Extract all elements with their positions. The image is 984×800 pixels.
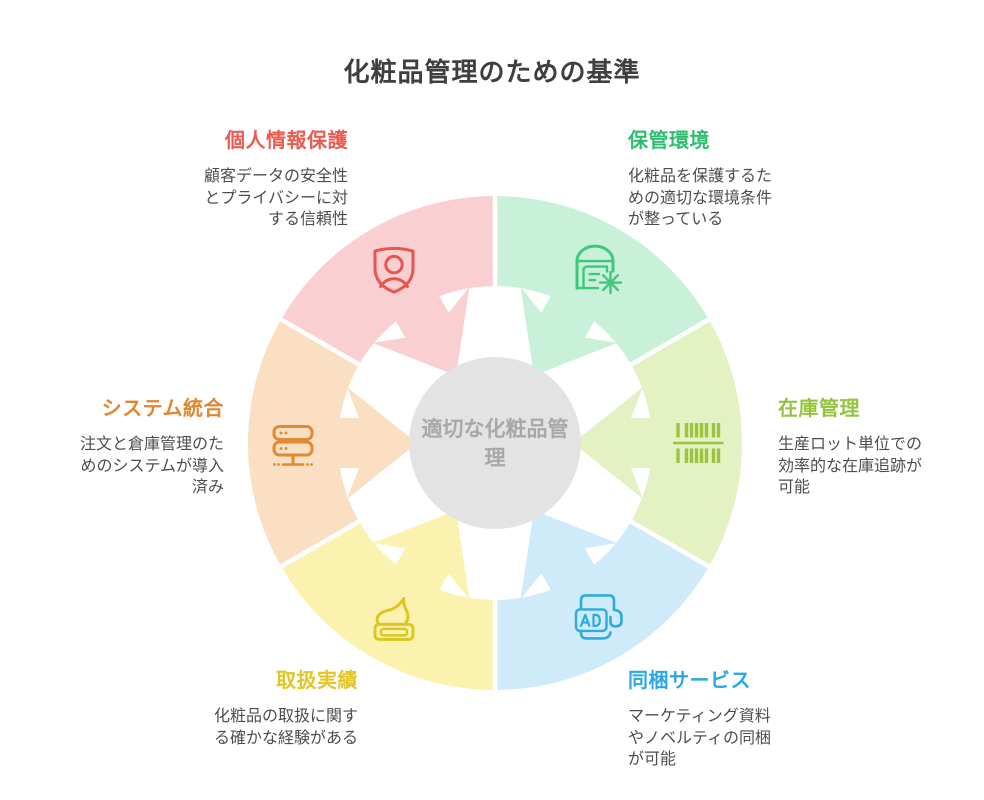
label-system: システム統合 注文と倉庫管理のた めのシステムが導入 済み [0,392,224,499]
label-handling: 取扱実績 化粧品の取扱に関す る確かな経験がある [98,664,358,749]
label-inventory: 在庫管理 生産ロット単位での 効率的な在庫追跡が 可能 [778,392,984,499]
arrow-handling [372,510,470,610]
label-description: 化粧品の取扱に関す る確かな経験がある [213,708,358,747]
label-description: マーケティング資料 やノベルティの同梱 が可能 [628,708,772,768]
segment-handling [281,521,495,690]
segment-divider [276,315,366,370]
arrow-storage [520,276,618,376]
label-description: 化粧品を保護するた めの適切な環境条件 が整っている [628,168,773,228]
label-bundling: 同梱サービス マーケティング資料 やノベルティの同梱 が可能 [628,664,888,771]
label-title: 在庫管理 [778,398,860,420]
segment-divider [624,315,714,370]
arrow-personal-info [372,276,470,376]
page-title: 化粧品管理のための基準 [343,57,641,87]
label-title: システム統合 [101,398,224,420]
center-label: 適切な化粧品管 理 [421,418,569,470]
center-circle [409,357,581,529]
label-title: 保管環境 [628,130,710,152]
segment-bundling [495,521,709,690]
label-description: 顧客データの安全性 とプライバシーに対 する信頼性 [203,168,348,228]
arrow-bundling [520,510,618,610]
label-title: 取扱実績 [276,670,358,692]
segment-storage [495,196,709,365]
arrow-system [317,387,417,499]
arrow-inventory [573,387,673,499]
label-description: 注文と倉庫管理のた めのシステムが導入 済み [79,436,224,496]
label-title: 個人情報保護 [225,130,348,152]
label-title: 同梱サービス [628,670,751,692]
label-description: 生産ロット単位での 効率的な在庫追跡が 可能 [778,436,923,496]
segment-divider [624,516,714,571]
label-personal-info: 個人情報保護 顧客データの安全性 とプライバシーに対 する信頼性 [88,124,348,231]
segment-divider [276,516,366,571]
label-storage: 保管環境 化粧品を保護するた めの適切な環境条件 が整っている [628,124,888,231]
